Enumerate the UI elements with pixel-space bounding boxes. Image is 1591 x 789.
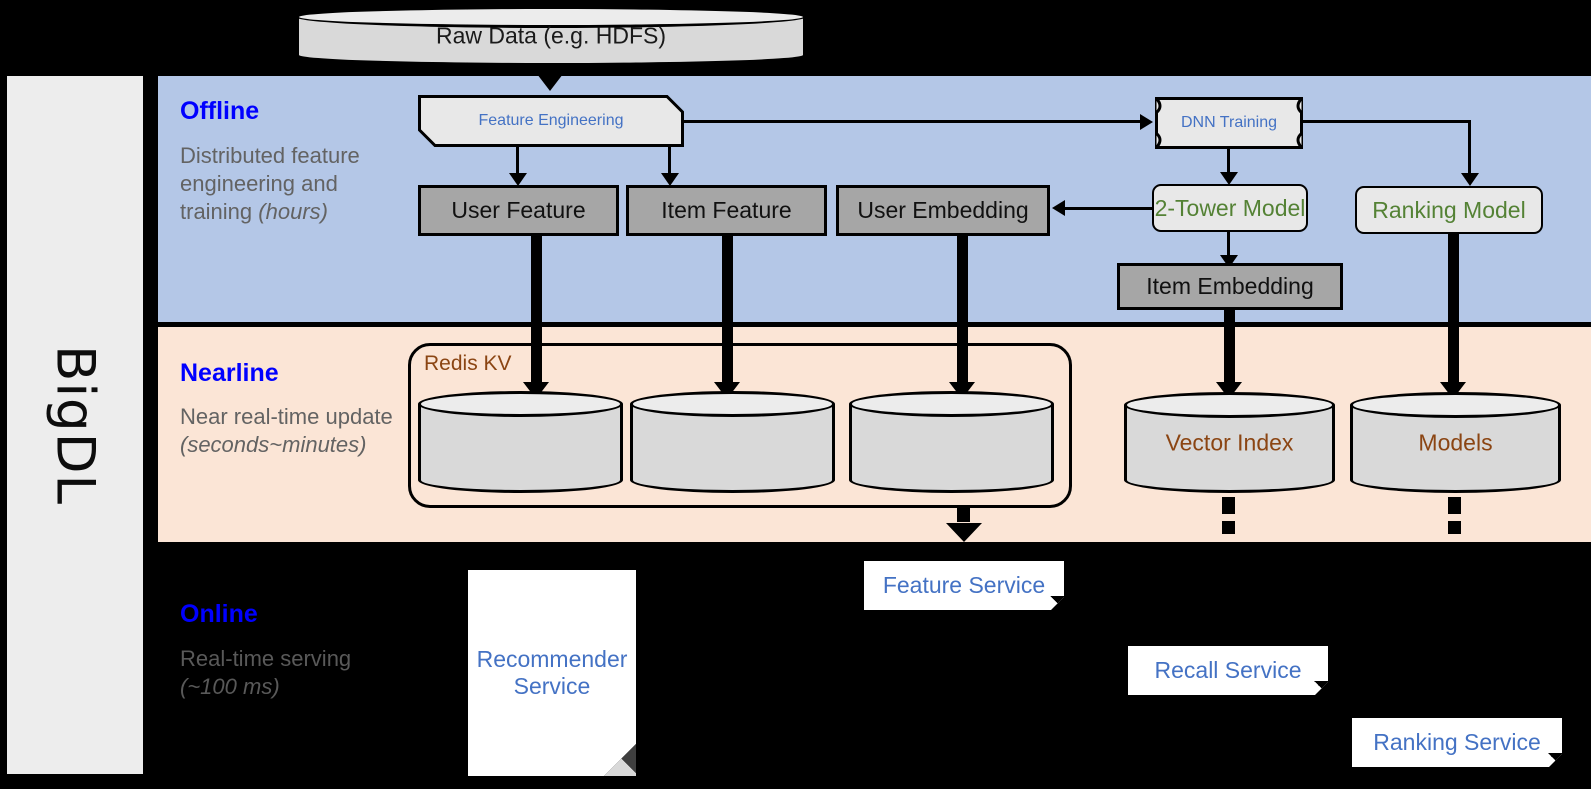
- cylinder-top: [418, 391, 623, 417]
- connector-dnn-ranking-h: [1303, 120, 1471, 123]
- recommender-service-label: Recommender Service: [476, 646, 628, 699]
- recall-service-label: Recall Service: [1154, 657, 1302, 683]
- cylinder-top: [849, 391, 1054, 417]
- cylinder-mask: [633, 464, 832, 480]
- user-feature-label: User Feature: [451, 197, 586, 224]
- online-subtitle-italic: (~100 ms): [180, 674, 280, 700]
- cylinder-top: [1350, 392, 1561, 418]
- user-embedding-label: User Embedding: [857, 197, 1029, 224]
- connector-fe-itemfeature: [668, 147, 671, 176]
- pipe-itemembedding-vectorindex: [1224, 310, 1235, 388]
- ranking-service-label: Ranking Service: [1373, 729, 1541, 755]
- recommender-service-box[interactable]: Recommender Service: [468, 570, 636, 776]
- dnn-training-box[interactable]: DNN Training: [1155, 97, 1303, 149]
- offline-subtitle: Distributed feature engineering and trai…: [180, 142, 410, 226]
- nearline-subtitle-italic: (seconds~minutes): [180, 432, 367, 458]
- feature-engineering-box[interactable]: Feature Engineering: [418, 95, 684, 147]
- arrow-dnn-twotower: [1220, 172, 1238, 185]
- dnn-training-label: DNN Training: [1180, 113, 1278, 131]
- ranking-model-box[interactable]: Ranking Model: [1355, 186, 1543, 234]
- item-feature-store-cylinder[interactable]: [630, 391, 835, 493]
- connector-rawdata-fe: [547, 66, 552, 80]
- arrow-fe-itemfeature: [661, 173, 679, 186]
- item-feature-label: Item Feature: [661, 197, 792, 224]
- bigdl-label: BigDL: [44, 344, 106, 506]
- models-cylinder[interactable]: Models: [1350, 392, 1561, 493]
- feature-engineering-label: Feature Engineering: [478, 111, 624, 129]
- cylinder-mask: [299, 41, 803, 55]
- offline-title: Offline: [180, 97, 260, 125]
- arrow-redis-featureservice: [946, 523, 982, 542]
- item-embedding-box[interactable]: Item Embedding: [1117, 263, 1343, 310]
- ranking-service-box[interactable]: Ranking Service: [1352, 718, 1562, 767]
- arrow-fe-userfeature: [509, 173, 527, 186]
- nearline-subtitle: Near real-time update (seconds~minutes): [180, 403, 410, 459]
- online-subtitle: Real-time serving (~100 ms): [180, 645, 410, 701]
- box-outline: [418, 95, 684, 147]
- cylinder-top: [296, 6, 806, 28]
- user-embedding-store-cylinder[interactable]: [849, 391, 1054, 493]
- user-feature-box[interactable]: User Feature: [418, 185, 619, 236]
- pipe-rankingmodel-models: [1448, 234, 1459, 388]
- two-tower-model-label: 2-Tower Model: [1154, 194, 1306, 221]
- ranking-model-label: Ranking Model: [1372, 196, 1526, 223]
- raw-data-label: Raw Data (e.g. HDFS): [435, 22, 667, 49]
- arrow-fe-dnn: [1140, 114, 1153, 130]
- cylinder-mask: [1127, 464, 1332, 480]
- dashed-stub-models-2: [1448, 521, 1461, 534]
- recall-service-box[interactable]: Recall Service: [1128, 646, 1328, 695]
- cylinder-top: [630, 391, 835, 417]
- vector-index-cylinder[interactable]: Vector Index: [1124, 392, 1335, 493]
- cylinder-mask: [1353, 464, 1558, 480]
- pipe-itemfeature-store: [722, 236, 733, 388]
- cylinder-top: [1124, 392, 1335, 418]
- models-label: Models: [1418, 429, 1493, 455]
- feature-service-box[interactable]: Feature Service: [864, 561, 1064, 610]
- feature-service-label: Feature Service: [882, 572, 1046, 598]
- arrow-twotower-userembedding: [1052, 200, 1065, 216]
- user-feature-store-cylinder[interactable]: [418, 391, 623, 493]
- cylinder-mask: [421, 464, 620, 480]
- connector-twotower-itemembedding: [1227, 232, 1230, 258]
- connector-fe-userfeature: [516, 147, 519, 176]
- item-embedding-label: Item Embedding: [1146, 273, 1314, 300]
- dashed-stub-models-1: [1448, 497, 1461, 514]
- nearline-title: Nearline: [180, 359, 279, 387]
- redis-kv-container: [408, 343, 1072, 508]
- connector-dnn-ranking-v: [1468, 120, 1471, 176]
- offline-subtitle-plain: Distributed feature engineering and trai…: [180, 143, 360, 225]
- pipe-userfeature-store: [531, 236, 542, 388]
- online-subtitle-plain: Real-time serving: [180, 646, 352, 671]
- redis-kv-label: Redis KV: [424, 352, 512, 375]
- box-fill: [418, 95, 684, 147]
- user-embedding-box[interactable]: User Embedding: [836, 185, 1050, 236]
- pipe-userembedding-store: [957, 236, 968, 388]
- connector-twotower-userembedding: [1065, 207, 1153, 210]
- connector-dnn-twotower: [1227, 149, 1230, 175]
- online-title: Online: [180, 600, 258, 628]
- item-feature-box[interactable]: Item Feature: [626, 185, 827, 236]
- two-tower-model-box[interactable]: 2-Tower Model: [1152, 184, 1308, 232]
- connector-fe-dnn: [684, 120, 1142, 123]
- box-outline: [1155, 97, 1303, 149]
- arrow-dnn-ranking: [1461, 173, 1479, 186]
- vector-index-label: Vector Index: [1165, 429, 1294, 455]
- dashed-stub-vectorindex-1: [1222, 497, 1235, 514]
- bigdl-sidebar: BigDL: [7, 76, 143, 774]
- dashed-stub-vectorindex-2: [1222, 521, 1235, 534]
- dashed-stub-redis-featureservice: [957, 508, 970, 522]
- cylinder-mask: [852, 464, 1051, 480]
- arrow-rawdata-fe: [537, 74, 563, 91]
- raw-data-cylinder: Raw Data (e.g. HDFS): [296, 6, 806, 66]
- offline-subtitle-italic: (hours): [258, 199, 328, 225]
- nearline-subtitle-plain: Near real-time update: [180, 404, 393, 429]
